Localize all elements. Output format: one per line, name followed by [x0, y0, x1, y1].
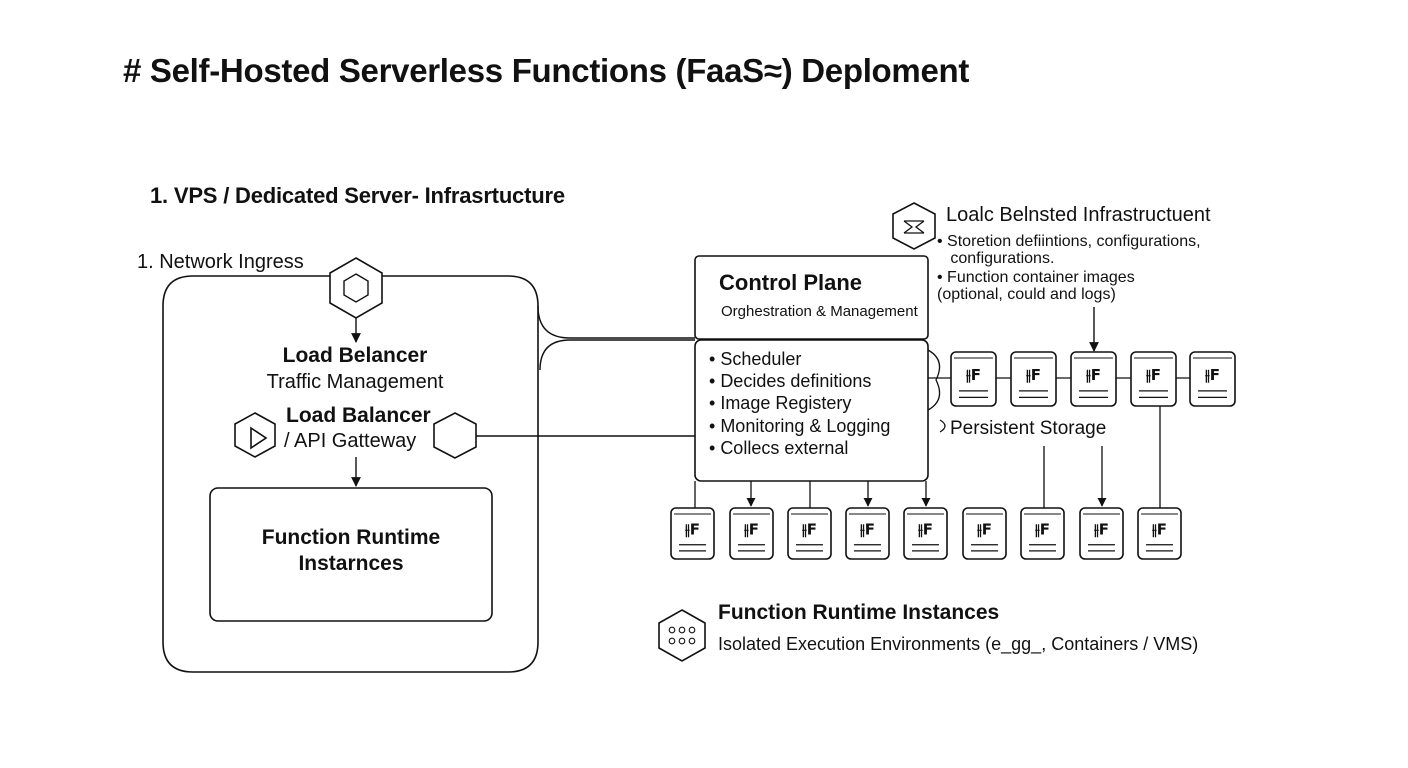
function-card-icon: ⫲F	[1189, 351, 1236, 407]
function-glyph: ⫲F	[1146, 366, 1161, 384]
function-card-icon: ⫲F	[845, 507, 890, 560]
function-card-icon: ⫲F	[950, 351, 997, 407]
function-card-icon: ⫲F	[729, 507, 774, 560]
function-glyph: ⫲F	[685, 521, 700, 539]
control-plane-item: Collecs external	[709, 437, 890, 459]
function-glyph: ⫲F	[1205, 366, 1220, 384]
function-glyph: ⫲F	[802, 521, 817, 539]
function-glyph: ⫲F	[1026, 366, 1041, 384]
function-card-icon: ⫲F	[1137, 507, 1182, 560]
storage-infrastructure-title: Loalc Belnsted Infrastructuent	[946, 204, 1211, 226]
control-plane-items: Scheduler Decides definitions Image Regi…	[709, 348, 890, 459]
gateway-subtitle: / API Gatteway	[284, 430, 417, 452]
storage-infrastructure-icon	[892, 202, 936, 250]
load-balancer-title: Load Belancer	[282, 344, 428, 367]
control-plane-storage-brace	[927, 349, 941, 411]
control-plane-item: Monitoring & Logging	[709, 415, 890, 437]
function-glyph: ⫲F	[860, 521, 875, 539]
runtime-box-title-line1: Function Runtime	[261, 526, 441, 549]
gateway-title: Load Balancer	[286, 404, 431, 427]
network-ingress-label: 1. Network Ingress	[137, 251, 304, 273]
infra-to-control-plane-top-connector	[537, 305, 695, 339]
control-plane-header-box	[694, 255, 929, 340]
function-card-icon: ⫲F	[1020, 507, 1065, 560]
function-card-icon: ⫲F	[1010, 351, 1057, 407]
persistent-storage-label: Persistent Storage	[950, 418, 1107, 439]
function-glyph: ⫲F	[977, 521, 992, 539]
control-plane-title: Control Plane	[719, 270, 863, 295]
function-glyph: ⫲F	[1035, 521, 1050, 539]
function-card-icon: ⫲F	[1079, 507, 1124, 560]
persistent-storage-cards: ⫲F ⫲F ⫲F ⫲F ⫲F	[950, 351, 1236, 407]
function-card-icon: ⫲F	[670, 507, 715, 560]
diagram-title: # Self-Hosted Serverless Functions (FaaS…	[123, 52, 970, 89]
function-glyph: ⫲F	[1094, 521, 1109, 539]
storage-item: (optional, could and logs)	[937, 286, 1116, 303]
network-ingress-hexagon-icon	[329, 257, 383, 319]
function-glyph: ⫲F	[1152, 521, 1167, 539]
infrastructure-section-title: 1. VPS / Dedicated Server- Infrasrtuctur…	[150, 183, 565, 208]
persistent-storage-brace	[939, 419, 946, 433]
function-glyph: ⫲F	[918, 521, 933, 539]
function-card-icon: ⫲F	[1070, 351, 1117, 407]
function-runtime-box	[209, 487, 493, 622]
control-plane-item: Decides definitions	[709, 370, 890, 392]
runtime-instances-legend-icon	[658, 609, 706, 662]
storage-infrastructure-items: • Storetion defiintions, configurations,…	[937, 233, 1201, 303]
load-balancer-subtitle: Traffic Management	[266, 371, 444, 393]
gateway-play-icon	[234, 412, 276, 458]
storage-item: configurations.	[937, 250, 1055, 267]
infrastructure-container	[162, 275, 539, 673]
storage-item: • Storetion defiintions, configurations,	[937, 233, 1201, 250]
function-card-icon: ⫲F	[903, 507, 948, 560]
function-card-icon: ⫲F	[787, 507, 832, 560]
infra-to-control-plane-bottom-connector	[539, 339, 695, 371]
function-card-icon: ⫲F	[1130, 351, 1177, 407]
runtime-box-title-line2: Instarnces	[298, 552, 404, 575]
function-glyph: ⫲F	[744, 521, 759, 539]
function-glyph: ⫲F	[966, 366, 981, 384]
control-plane-item: Scheduler	[709, 348, 890, 370]
function-card-icon: ⫲F	[962, 507, 1007, 560]
storage-item: • Function container images	[937, 269, 1135, 286]
control-plane-to-instances-arrows	[694, 406, 1161, 508]
control-plane-item: Image Registery	[709, 392, 890, 414]
gateway-connector-hexagon-icon	[433, 412, 477, 459]
function-glyph: ⫲F	[1086, 366, 1101, 384]
runtime-legend-title: Function Runtime Instances	[718, 601, 1000, 624]
function-instance-cards: ⫲F ⫲F ⫲F ⫲F ⫲F ⫲F ⫲F ⫲F ⫲F	[670, 507, 1182, 560]
control-plane-subtitle: Orghestration & Management	[721, 303, 918, 320]
runtime-legend-subtitle: Isolated Execution Environments (e_gg_, …	[718, 634, 1199, 654]
